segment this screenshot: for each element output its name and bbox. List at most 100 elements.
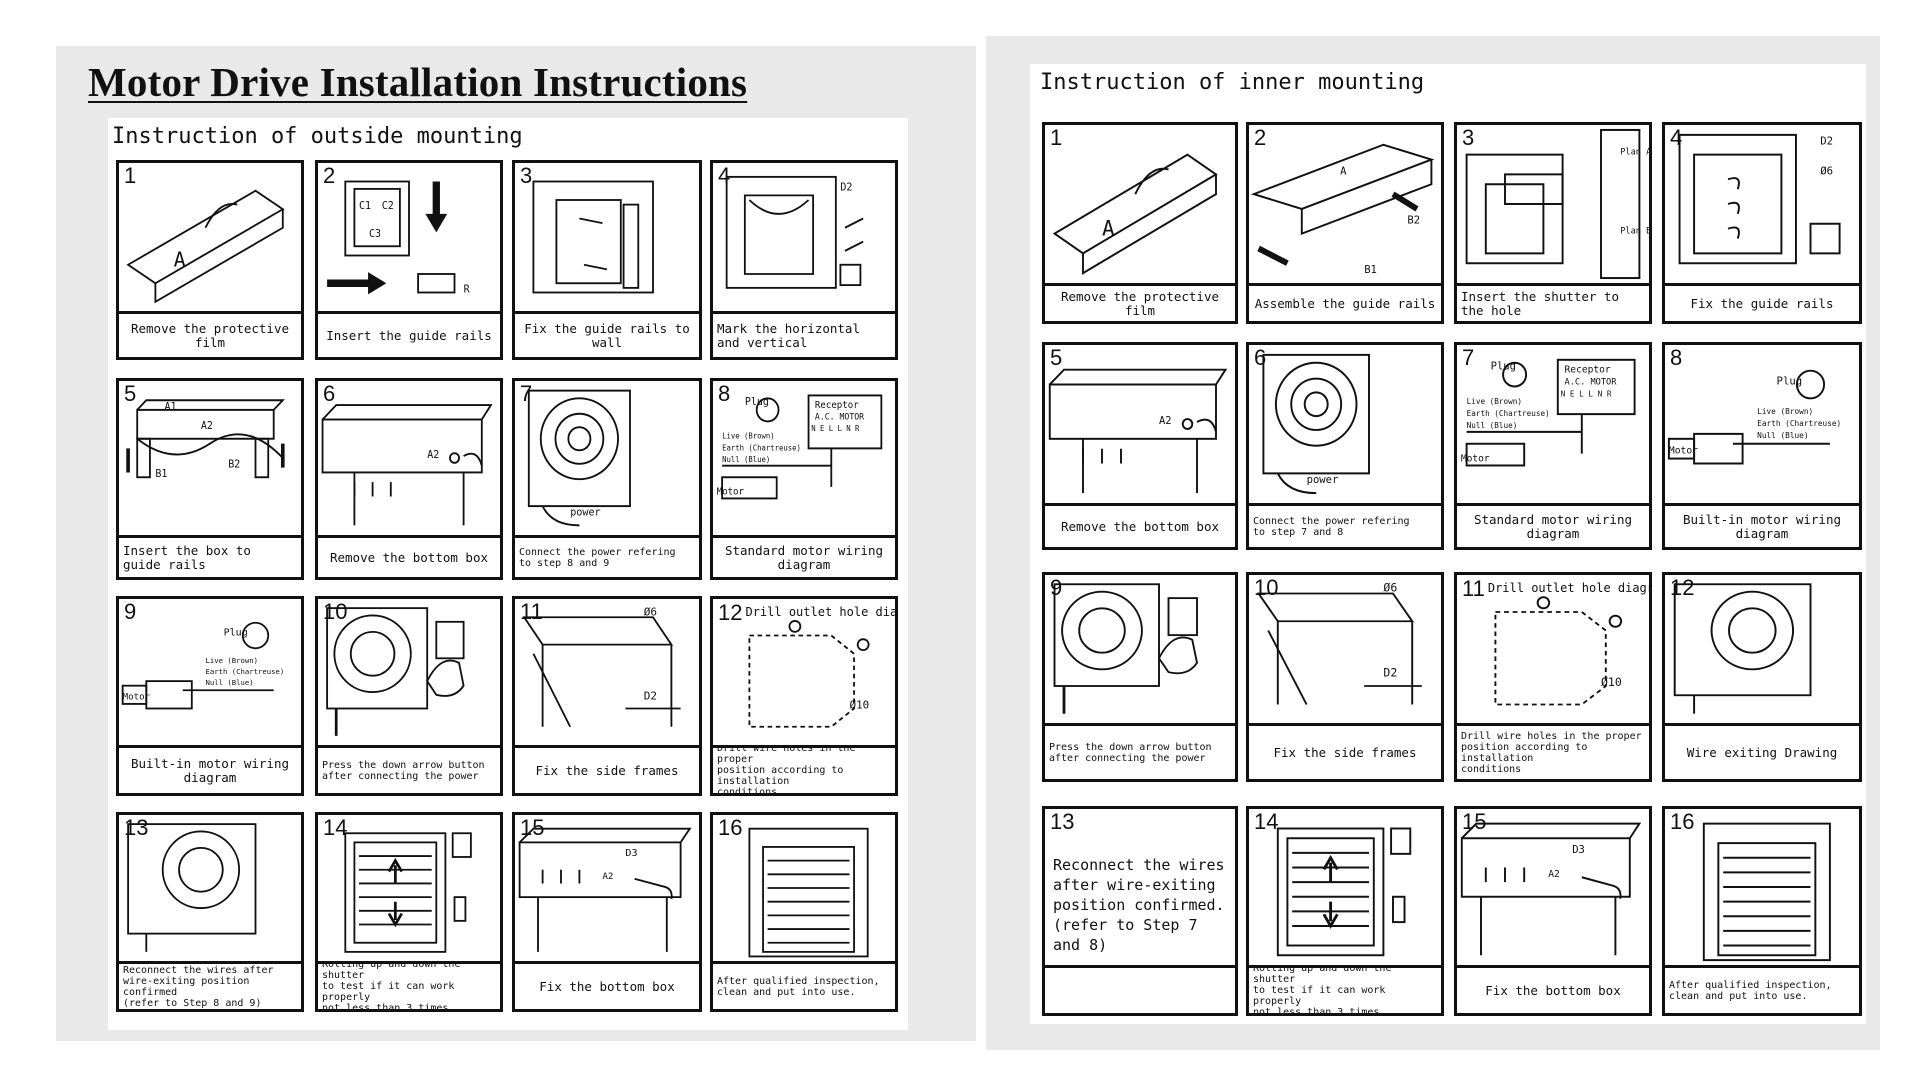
step-caption: Drill wire holes in the proper position … (1457, 723, 1649, 779)
svg-text:Null (Blue): Null (Blue) (722, 455, 770, 464)
step-number-text: 10 (1254, 575, 1278, 600)
svg-text:Motor: Motor (1461, 453, 1490, 464)
svg-text:Plug: Plug (1491, 360, 1516, 373)
inner-mounting-heading: Instruction of inner mounting (1040, 70, 1424, 95)
step-illustration: C1C2C3R (318, 163, 500, 311)
step-caption: Assemble the guide rails (1249, 283, 1441, 321)
step-number: 2 (323, 164, 335, 188)
svg-text:C1: C1 (359, 201, 371, 212)
step-number: 8 (1670, 346, 1682, 370)
svg-text:C3: C3 (369, 229, 381, 240)
step-number: 6 (323, 382, 335, 406)
svg-text:Live (Brown): Live (Brown) (205, 656, 258, 665)
step-number-text: 5 (1050, 345, 1062, 370)
step-caption: Rolling up and down the shutter to test … (318, 961, 500, 1009)
outside-step-10: 10Press the down arrow button after conn… (315, 596, 503, 796)
step-number: 10 (1254, 576, 1278, 600)
step-caption: Remove the protective film (119, 311, 301, 357)
svg-text:A2: A2 (427, 449, 439, 461)
step-illustration: power (1249, 345, 1441, 503)
svg-text:Null (Blue): Null (Blue) (1757, 431, 1808, 440)
step-number: 7 (520, 382, 532, 406)
step-caption: Press the down arrow button after connec… (1045, 723, 1235, 779)
step-number-text: 12 (1670, 575, 1694, 600)
step-number: 3 (520, 164, 532, 188)
outside-step-13: 13Reconnect the wires after wire-exiting… (116, 812, 304, 1012)
inner-step-5: 5A2Remove the bottom box (1042, 342, 1238, 550)
svg-text:Null (Blue): Null (Blue) (205, 678, 253, 687)
step-number-text: 9 (1050, 575, 1062, 600)
svg-text:Plug: Plug (745, 396, 769, 408)
step-number-text: 2 (323, 163, 335, 188)
svg-text:Null (Blue): Null (Blue) (1467, 421, 1518, 430)
step-illustration: A2 (1045, 345, 1235, 503)
step-caption: Fix the bottom box (1457, 965, 1649, 1013)
step-caption: Drill wire holes in the proper position … (713, 745, 895, 793)
svg-text:Plan A: Plan A (1620, 148, 1649, 158)
step-number: 4 (718, 164, 730, 188)
step-number-text: 1 (124, 163, 136, 188)
svg-text:D3: D3 (1572, 843, 1585, 856)
step-caption: Fix the guide rails to wall (515, 311, 699, 357)
step-number: 16 (1670, 810, 1694, 834)
step-number-text: 6 (323, 381, 335, 406)
step-caption: Built-in motor wiring diagram (119, 745, 301, 793)
outside-step-12: 12Drill outlet hole diagramØ10Drill wire… (710, 596, 898, 796)
step-illustration: A2 (318, 381, 500, 535)
outside-step-15: 15D3A2Fix the bottom box (512, 812, 702, 1012)
step-caption: Connect the power refering to step 8 and… (515, 535, 699, 577)
step-illustration (515, 163, 699, 311)
svg-text:D2: D2 (644, 689, 657, 702)
svg-text:B2: B2 (1407, 214, 1420, 227)
step-number-text: 3 (1462, 125, 1474, 150)
step-number-text: 10 (323, 599, 347, 624)
step-caption: After qualified inspection, clean and pu… (1665, 965, 1859, 1013)
step-caption: Fix the guide rails (1665, 283, 1859, 321)
svg-text:Live (Brown): Live (Brown) (1757, 407, 1813, 416)
step-caption: Insert the guide rails (318, 311, 500, 357)
svg-text:A1: A1 (165, 401, 177, 413)
step-number: 5 (124, 382, 136, 406)
step-number-text: 2 (1254, 125, 1266, 150)
step-number: 12 (1670, 576, 1694, 600)
step-number: 2 (1254, 126, 1266, 150)
step-illustration: PlugLive (Brown)Earth (Chartreuse)Null (… (119, 599, 301, 745)
step-illustration: A (119, 163, 301, 311)
step-number-text: 8 (1670, 345, 1682, 370)
svg-text:A.C. MOTOR: A.C. MOTOR (1565, 377, 1618, 387)
svg-text:A: A (1102, 216, 1115, 241)
svg-text:Ø10: Ø10 (850, 698, 870, 711)
step-caption: Standard motor wiring diagram (1457, 503, 1649, 547)
step-illustration: D2Ø6 (1665, 125, 1859, 283)
svg-text:Motor: Motor (717, 486, 745, 497)
step-number-text: 3 (520, 163, 532, 188)
inner-step-12: 12Wire exiting Drawing (1662, 572, 1862, 782)
step-number: 9 (1050, 576, 1062, 600)
svg-text:D2: D2 (840, 183, 852, 194)
step-illustration: AB2B1 (1249, 125, 1441, 283)
step-number: 8 (718, 382, 730, 406)
svg-text:Ø6: Ø6 (644, 605, 657, 618)
svg-text:Motor: Motor (1669, 446, 1698, 457)
svg-text:Ø6: Ø6 (1383, 582, 1397, 595)
svg-text:Earth (Chartreuse): Earth (Chartreuse) (1467, 409, 1550, 418)
step-caption: Mark the horizontal and vertical (713, 311, 895, 357)
step-caption: Insert the shutter to the hole (1457, 283, 1649, 321)
svg-text:B2: B2 (228, 458, 240, 470)
outside-step-11: 11Ø6D2Fix the side frames (512, 596, 702, 796)
svg-text:Plug: Plug (1777, 374, 1803, 387)
inner-step-10: 10Ø6D2Fix the side frames (1246, 572, 1444, 782)
step-number-text: 14 (1254, 809, 1278, 834)
step-caption (1045, 965, 1235, 1013)
